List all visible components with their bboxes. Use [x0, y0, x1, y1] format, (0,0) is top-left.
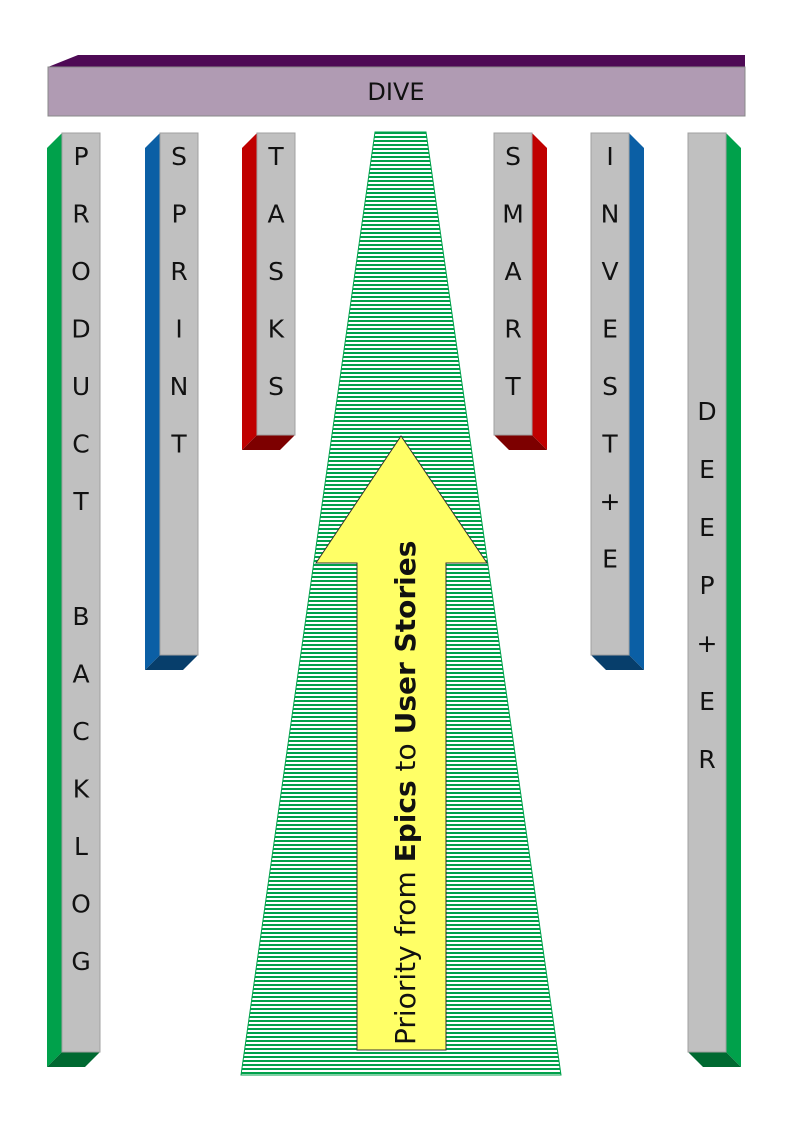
- pillar-side-tasks: [242, 133, 257, 450]
- pillar-side-invest-e: [629, 133, 644, 670]
- pillar-side-deep-er: [726, 133, 741, 1067]
- pillar-letter: E: [602, 545, 618, 574]
- priority-arrow: [315, 435, 488, 1051]
- pillar-letter: N: [170, 372, 189, 401]
- pillar-face-tasks: [256, 132, 296, 436]
- pillar-bottom-smart: [494, 435, 547, 450]
- pillar-letter: +: [600, 487, 621, 516]
- pillar-letter: P: [73, 142, 88, 171]
- pillar-letter: M: [502, 200, 524, 229]
- pillar-letter: R: [698, 745, 715, 774]
- pillar-face-sprint: [159, 132, 199, 656]
- pillar-letter: R: [504, 315, 521, 344]
- dive-bar: DIVE: [47, 55, 746, 117]
- pillar-letter: E: [602, 315, 618, 344]
- pillar-letter: O: [71, 890, 91, 919]
- pillar-face-smart: [493, 132, 533, 436]
- pillar-letter: D: [71, 315, 90, 344]
- arrow-text-prefix: Priority from: [389, 862, 422, 1045]
- pillar-letter: R: [170, 257, 187, 286]
- pillar-letter: K: [268, 315, 285, 344]
- arrow-text-user-stories: User Stories: [389, 541, 422, 735]
- pillar-side-smart: [532, 133, 547, 450]
- pillar-letter: R: [72, 200, 89, 229]
- pillar-face-product-backlog: [61, 132, 101, 1053]
- dive-label: DIVE: [367, 78, 424, 106]
- pillar-bottom-invest-e: [591, 655, 644, 670]
- pillar-face-deep-er: [687, 132, 727, 1053]
- pillar-bottom-deep-er: [688, 1052, 741, 1067]
- pillar-letter: A: [267, 200, 284, 229]
- pillar-side-product-backlog: [47, 133, 62, 1067]
- pillar-letter: T: [601, 430, 618, 459]
- pillar-bottom-sprint: [145, 655, 198, 670]
- pillar-letter: +: [697, 629, 718, 658]
- pillar-letter: I: [175, 315, 182, 344]
- arrow-text-epics: Epics: [389, 780, 422, 862]
- pillar-letter: E: [699, 455, 715, 484]
- pillar-letter: B: [72, 602, 89, 631]
- pillar-letter: S: [505, 142, 521, 171]
- pillar-letter: K: [73, 775, 90, 804]
- pillar-letter: O: [71, 257, 91, 286]
- pillars: PRODUCTBACKLOGSPRINTTASKSSMARTINVEST+EDE…: [47, 132, 741, 1067]
- pillar-letter: S: [171, 142, 187, 171]
- pillar-letter: T: [170, 430, 187, 459]
- pillar-letter: S: [268, 257, 284, 286]
- pillar-letter: C: [72, 430, 89, 459]
- pillar-letter: G: [71, 947, 90, 976]
- pillar-letter: E: [699, 513, 715, 542]
- pillar-letter: P: [699, 571, 714, 600]
- pillar-bottom-tasks: [242, 435, 295, 450]
- pillar-letter: C: [72, 717, 89, 746]
- pillar-letter: T: [504, 372, 521, 401]
- arrow-text: Priority from Epics to User Stories: [389, 541, 422, 1045]
- pillar-letter: P: [171, 200, 186, 229]
- arrow-text-mid: to: [389, 734, 422, 771]
- pillar-letter: T: [267, 142, 284, 171]
- pillar-letter: E: [699, 687, 715, 716]
- pillar-letter: N: [601, 200, 620, 229]
- pillar-letter: I: [606, 142, 613, 171]
- pillar-letter: S: [268, 372, 284, 401]
- pillar-bottom-product-backlog: [47, 1052, 100, 1067]
- pillar-letter: U: [72, 372, 90, 401]
- pillar-face-invest-e: [590, 132, 630, 656]
- dive-bar-top: [48, 55, 745, 67]
- pillar-letter: T: [72, 487, 89, 516]
- dive-bar-face: [47, 66, 746, 117]
- pillar-letter: A: [504, 257, 521, 286]
- pillar-letter: V: [601, 257, 618, 286]
- pillar-side-sprint: [145, 133, 160, 670]
- pillar-letter: A: [72, 660, 89, 689]
- pillar-letter: S: [602, 372, 618, 401]
- pillar-letter: L: [74, 832, 88, 861]
- pillar-letter: D: [697, 397, 716, 426]
